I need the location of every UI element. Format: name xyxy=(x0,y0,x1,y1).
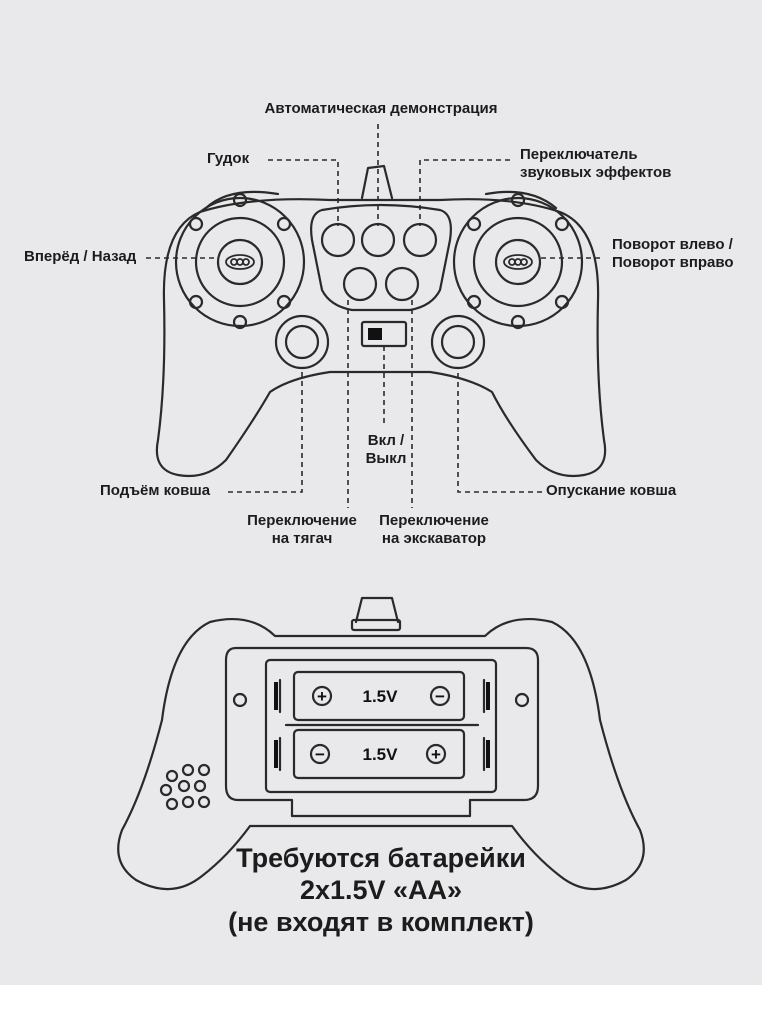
back-antenna xyxy=(354,596,400,624)
to-excavator-label-1: Переключение xyxy=(379,512,489,529)
battery-2-voltage: 1.5V xyxy=(363,745,399,764)
power-label-2: Выкл xyxy=(365,450,407,467)
to-excavator-label-2: на экскаватор xyxy=(381,530,487,547)
bucket-down-label: Опускание ковша xyxy=(546,482,677,499)
bucket-up-label: Подъём ковша xyxy=(100,482,211,499)
battery-1-left-sign: + xyxy=(317,687,327,706)
controller-body xyxy=(155,198,607,478)
sound-switch-label-2: звуковых эффектов xyxy=(520,164,672,181)
battery-1 xyxy=(292,670,466,722)
forward-back-label: Вперёд / Назад xyxy=(24,248,137,265)
battery-note-line-3: (не входят в комплект) xyxy=(228,907,534,937)
to-tractor-label-2: на тягач xyxy=(271,530,333,547)
right-stick-ring xyxy=(452,196,584,328)
battery-note-line-2: 2x1.5V «AA» xyxy=(299,875,463,905)
turn-label-1: Поворот влево / xyxy=(612,236,733,253)
back-body xyxy=(117,618,645,891)
tractor-mode-button xyxy=(342,266,378,302)
battery-note-line-1: Требуются батарейки xyxy=(236,843,526,873)
antenna xyxy=(360,164,394,200)
horn-button xyxy=(320,222,356,258)
battery-1-right-sign: − xyxy=(435,687,445,706)
right-shoulder xyxy=(484,190,558,210)
battery-1-voltage: 1.5V xyxy=(363,687,399,706)
sound-switch-label-1: Переключатель xyxy=(520,146,638,163)
left-stick-ring xyxy=(174,196,306,328)
to-tractor-label-1: Переключение xyxy=(247,512,357,529)
battery-compartment xyxy=(224,646,540,818)
bucket-up-button xyxy=(274,314,330,370)
center-panel xyxy=(310,203,452,312)
battery-2-right-sign: + xyxy=(431,745,441,764)
power-label-1: Вкл / xyxy=(367,432,405,449)
excavator-mode-button xyxy=(384,266,420,302)
auto-demo-label: Автоматическая демонстрация xyxy=(264,100,498,117)
battery-2 xyxy=(292,728,466,780)
horn-label: Гудок xyxy=(207,150,250,167)
battery-2-left-sign: − xyxy=(315,745,325,764)
turn-label-2: Поворот вправо xyxy=(612,254,734,271)
